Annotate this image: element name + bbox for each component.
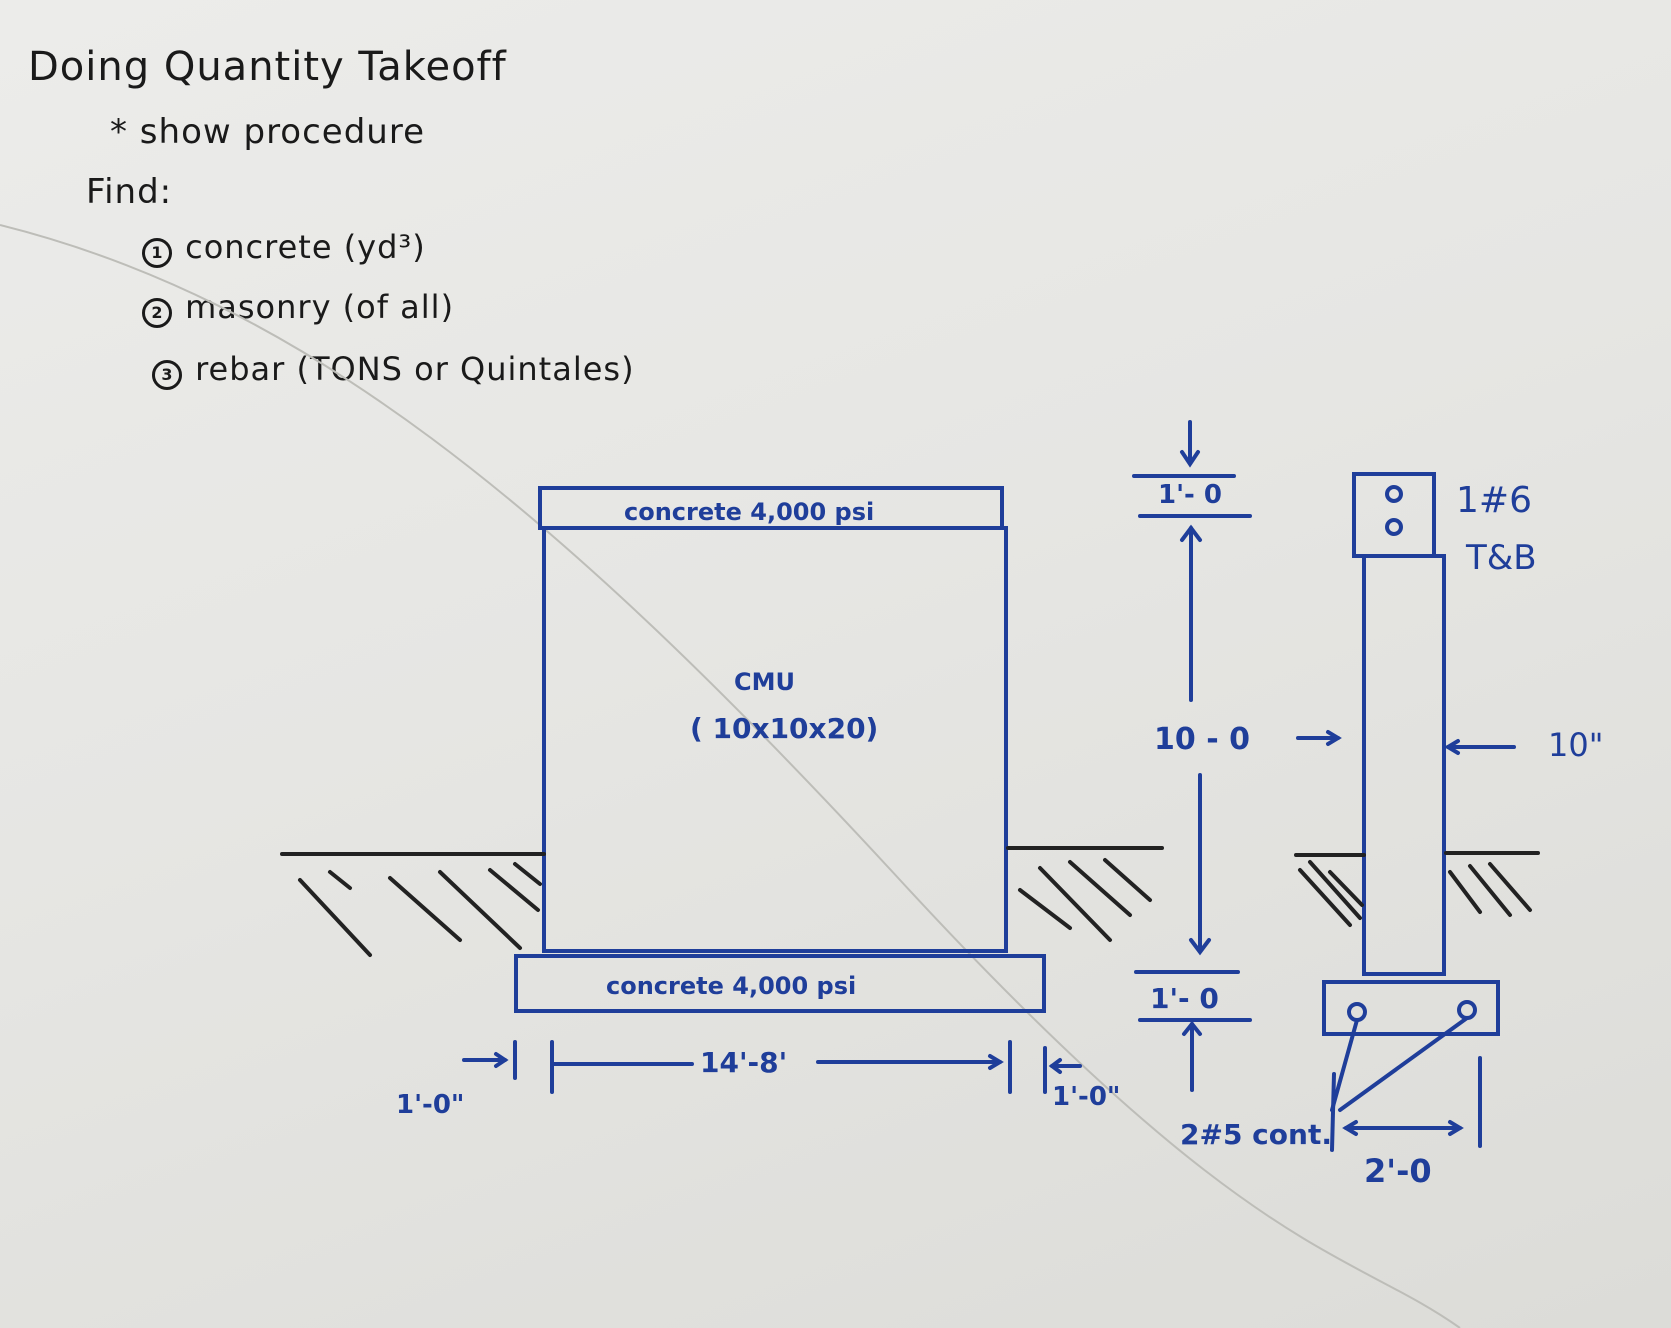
item-text: masonry (of all) [185,288,455,326]
section-wall [1362,554,1446,976]
item-number-badge: 2 [142,298,172,328]
footing-rebar-label: 2#5 cont. [1180,1118,1332,1151]
note-title: Doing Quantity Takeoff [28,44,507,90]
cmu-wall [542,526,1008,953]
note-subtitle: * show procedure [110,112,425,152]
dim-height-label: 10 - 0 [1154,722,1250,757]
ground-hatch-right [1018,858,1152,942]
find-item-3: 3 rebar (TONS or Quintales) [152,350,635,390]
item-number-badge: 1 [142,238,172,268]
item-text: concrete (yd³) [185,228,426,266]
top-rebar-note: T&B [1466,538,1537,578]
item-text: rebar (TONS or Quintales) [195,350,635,388]
find-item-1: 1 concrete (yd³) [142,228,426,268]
rebar-footing-2 [1457,1000,1477,1020]
dim-height-arrow-down [1189,938,1211,956]
thickness-label: 10" [1548,726,1604,764]
section-hatch-right [1448,862,1532,917]
ground-hatch-left [298,862,542,957]
rebar-top-2 [1385,518,1403,536]
note-find-label: Find: [86,172,173,212]
rebar-footing-1 [1347,1002,1367,1022]
wall-type-label: CMU [734,668,795,696]
rebar-top-1 [1385,485,1403,503]
wall-size-label: ( 10x10x20) [690,712,879,745]
footing-label: concrete 4,000 psi [606,972,857,1000]
dim-top-label: 1'- 0 [1158,480,1222,510]
find-item-2: 2 masonry (of all) [142,288,454,328]
top-beam-label: concrete 4,000 psi [624,498,875,526]
footing-width-label: 2'-0 [1364,1152,1432,1190]
paper-crease [0,224,1461,1328]
footing [514,954,1046,1013]
section-hatch-left [1298,860,1364,927]
section-footing [1322,980,1500,1036]
dim-length-label: 14'-8' [700,1046,788,1079]
item-number-badge: 3 [152,360,182,390]
dim-bottom-label: 1'- 0 [1150,982,1219,1015]
dim-right-label: 1'-0" [1052,1082,1121,1112]
dim-left-label: 1'-0" [396,1090,465,1120]
dim-top-arrow-down [1180,450,1200,468]
top-rebar-label: 1#6 [1456,480,1532,521]
